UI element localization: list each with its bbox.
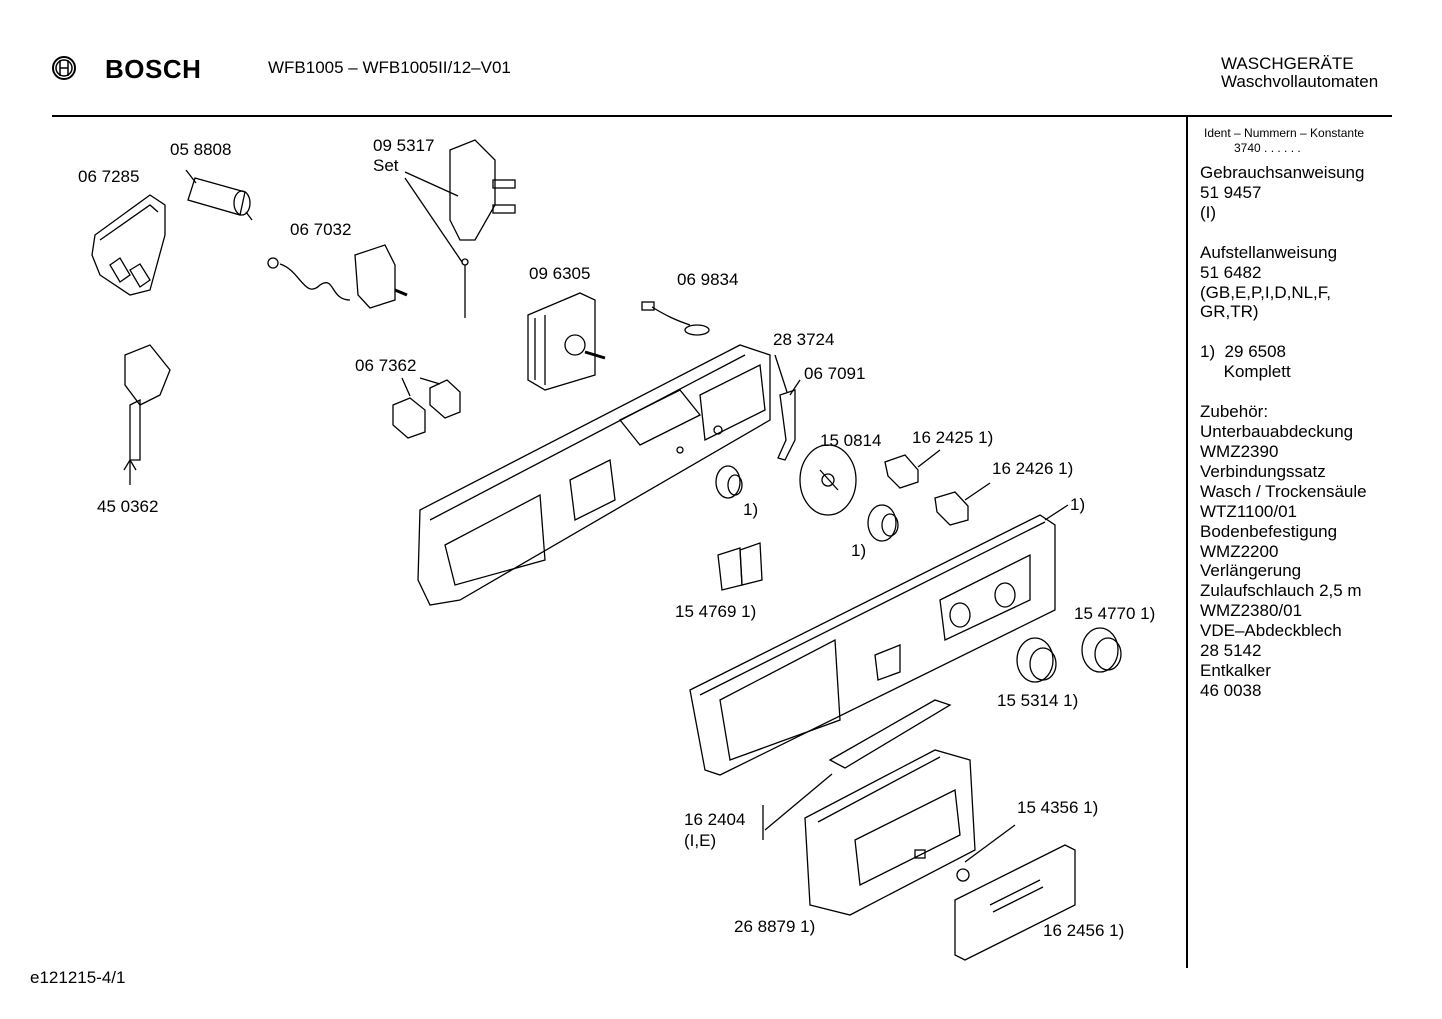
sidebar-line: Komplett [1200, 362, 1291, 382]
model-title: WFB1005 – WFB1005II/12–V01 [268, 58, 511, 77]
selector-knob-part-drawing [715, 465, 743, 499]
sidebar-line: WTZ1100/01 [1200, 501, 1298, 521]
sidebar-line: WMZ2380/01 [1200, 601, 1303, 621]
part-label-067285: 06 7285 [78, 167, 140, 186]
part-label-set: Set [373, 156, 399, 175]
sidebar-line: (I) [1200, 202, 1217, 222]
sidebar-line: WMZ2200 [1200, 541, 1279, 561]
part-label-note-b: 1) [743, 500, 759, 519]
timer-part-drawing [527, 292, 606, 391]
thermostat-part-drawing [267, 244, 408, 309]
sidebar-line: Zubehör: [1200, 402, 1269, 422]
sidebar-line: 28 5142 [1200, 641, 1262, 661]
subcategory-title: Waschvollautomaten [1221, 72, 1379, 91]
push-switches-part-drawing [392, 377, 461, 439]
part-label-162404-variant: (I,E) [684, 831, 717, 850]
sidebar-line: Gebrauchsanweisung [1200, 163, 1365, 182]
part-label-154769: 15 4769 1) [675, 602, 757, 621]
part-label-096305: 09 6305 [529, 264, 591, 283]
bracket-part-drawing [91, 194, 166, 296]
display-strip-part-drawing [762, 699, 952, 840]
sidebar-line: 1) 29 6508 [1200, 342, 1287, 362]
part-label-note-a: 1) [1070, 495, 1086, 514]
detergent-drawer-part-drawing [804, 749, 1016, 916]
category-title: WASCHGERÄTE [1221, 54, 1354, 73]
rocker-buttons-part-drawing [717, 542, 763, 591]
part-label-note-c: 1) [851, 541, 867, 560]
bosch-logo: BOSCH [50, 54, 202, 84]
part-label-450362: 45 0362 [97, 497, 159, 516]
part-label-095317: 09 5317 [373, 136, 435, 155]
sidebar-line: Unterbauabdeckung [1200, 422, 1354, 442]
cam-disc-part-drawing [799, 444, 857, 516]
capacitor-part-drawing [185, 169, 253, 221]
lever-part-drawing [774, 354, 801, 461]
part-label-067091: 06 7091 [804, 364, 866, 383]
drawer-handle-part-drawing [954, 844, 1076, 961]
sidebar-line: Verbindungssatz [1200, 461, 1326, 481]
part-label-155314: 15 5314 1) [997, 691, 1079, 710]
panel-carrier-part-drawing [417, 344, 771, 606]
rotary-knobs-part-drawing [1016, 627, 1122, 683]
part-label-069834: 06 9834 [677, 270, 739, 289]
part-label-283724: 28 3724 [773, 330, 835, 349]
sidebar-line: 51 9457 [1200, 182, 1262, 202]
sidebar-line: Wasch / Trockensäule [1200, 481, 1367, 501]
sidebar-line: (GB,E,P,I,D,NL,F, [1200, 282, 1332, 302]
drawing-code: e121215-4/1 [30, 968, 126, 987]
part-label-162404: 16 2404 [684, 810, 746, 829]
part-label-162426: 16 2426 1) [992, 459, 1074, 478]
sidebar-line: Verlängerung [1200, 561, 1302, 581]
front-fascia-part-drawing [689, 504, 1069, 776]
sidebar-line [1200, 382, 1367, 402]
part-label-067362: 06 7362 [355, 356, 417, 375]
power-plug-part-drawing [123, 344, 171, 485]
brand-name: BOSCH [105, 54, 202, 84]
sidebar-line [1200, 322, 1367, 342]
sidebar-line: Bodenbefestigung [1200, 521, 1338, 541]
part-label-067032: 06 7032 [290, 220, 352, 239]
program-knob-part-drawing [867, 504, 899, 542]
push-buttons-part-drawing [884, 449, 991, 526]
sidebar-line: 51 6482 [1200, 262, 1262, 282]
sidebar-line: VDE–Abdeckblech [1200, 621, 1342, 641]
part-label-162425: 16 2425 1) [912, 428, 994, 447]
switch-set-part-drawing [404, 139, 516, 318]
wire-part-drawing [641, 301, 710, 336]
part-label-154356: 15 4356 1) [1017, 798, 1099, 817]
sidebar-line: GR,TR) [1200, 302, 1259, 322]
part-label-162456: 16 2456 1) [1043, 921, 1125, 940]
sidebar-line: Entkalker [1200, 660, 1271, 680]
part-label-268879: 26 8879 1) [734, 917, 816, 936]
bosch-armature-icon [52, 56, 76, 80]
sidebar-line: WMZ2390 [1200, 441, 1279, 461]
ident-title: Ident – Nummern – Konstante [1204, 126, 1365, 140]
part-label-058808: 05 8808 [170, 140, 232, 159]
sidebar-line: 46 0038 [1200, 680, 1262, 700]
sidebar-line: Zulaufschlauch 2,5 m [1200, 581, 1362, 601]
sidebar-line [1200, 223, 1367, 243]
sidebar-line: Aufstellanweisung [1200, 242, 1338, 262]
ident-value: 3740 . . . . . . [1234, 141, 1301, 155]
part-label-150814: 15 0814 [820, 431, 882, 450]
part-label-154770: 15 4770 1) [1074, 604, 1156, 623]
